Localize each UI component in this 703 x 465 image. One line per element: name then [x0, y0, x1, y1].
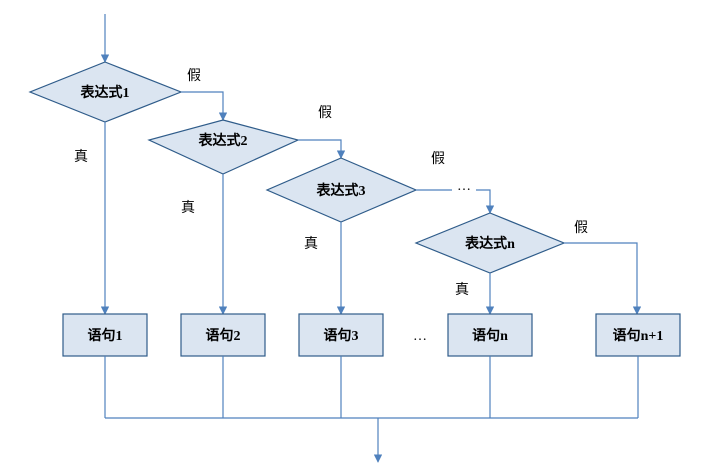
statement-label-n-plus-1: 语句n+1: [613, 327, 664, 344]
statement-label-3: 语句3: [324, 327, 359, 344]
false-label-2: 假: [318, 105, 332, 121]
true-label-1: 真: [74, 149, 88, 165]
statement-box-n-plus-1: [595, 313, 681, 357]
false-arrow-n: [564, 242, 642, 315]
false-label-1: 假: [187, 68, 201, 84]
false-ellipsis-3: …: [457, 179, 471, 194]
true-label-3: 真: [304, 236, 318, 252]
statement-label-2: 语句2: [206, 327, 241, 344]
statement-box-n: [447, 313, 533, 357]
statement-box-2: [180, 313, 266, 357]
true-label-2: 真: [181, 200, 195, 216]
condition-label-2: 表达式2: [198, 132, 248, 149]
false-arrow-3: [476, 189, 495, 214]
statement-box-3: [298, 313, 384, 357]
condition-label-3: 表达式3: [316, 182, 366, 199]
statement-ellipsis: …: [413, 329, 427, 344]
condition-label-1: 表达式1: [80, 84, 130, 101]
condition-label-n: 表达式n: [464, 235, 515, 252]
true-label-n: 真: [455, 282, 469, 298]
false-label-n: 假: [574, 220, 588, 236]
false-label-3: 假: [431, 151, 445, 167]
false-arrow-2: [298, 139, 346, 159]
statement-box-1: [62, 313, 148, 357]
statement-label-1: 语句1: [88, 327, 123, 344]
statement-label-n: 语句n: [472, 327, 508, 344]
false-arrow-1: [181, 91, 228, 121]
